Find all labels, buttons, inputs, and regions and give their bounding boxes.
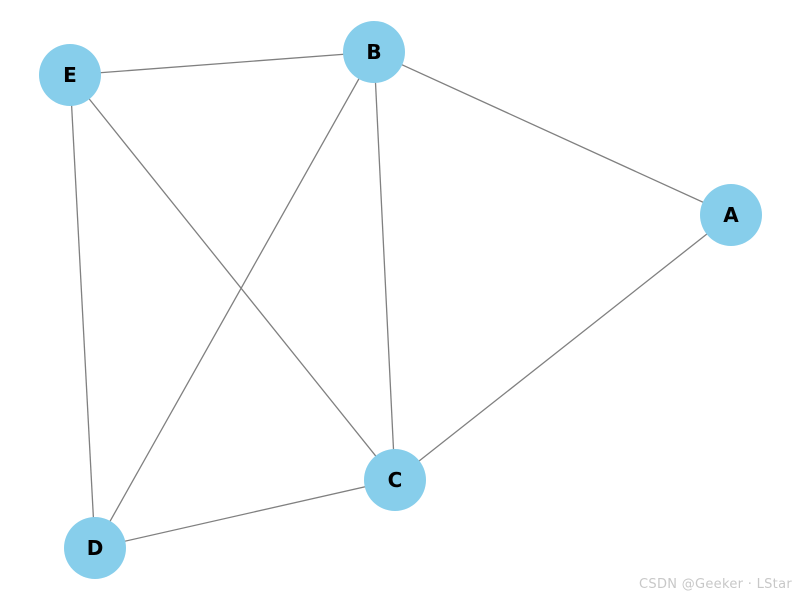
node-circle-b xyxy=(343,21,405,83)
node-label-c: C xyxy=(388,468,403,492)
edge-b-c xyxy=(373,51,396,481)
node-label-d: D xyxy=(87,536,104,560)
node-circle-d xyxy=(64,517,126,579)
node-d: D xyxy=(64,517,126,579)
node-a: A xyxy=(700,184,762,246)
edge-e-c xyxy=(69,74,396,481)
node-circle-c xyxy=(364,449,426,511)
node-label-a: A xyxy=(723,203,739,227)
edges-layer xyxy=(69,51,732,549)
edge-b-a xyxy=(373,51,732,216)
edge-e-d xyxy=(69,74,96,549)
node-e: E xyxy=(39,44,101,106)
watermark-text: CSDN @Geeker · LStar xyxy=(639,577,792,592)
node-circle-e xyxy=(39,44,101,106)
edge-b-d xyxy=(94,51,375,549)
node-label-e: E xyxy=(63,63,77,87)
edge-e-b xyxy=(69,51,375,76)
node-label-b: B xyxy=(366,40,381,64)
node-b: B xyxy=(343,21,405,83)
edge-a-c xyxy=(394,214,732,481)
node-circle-a xyxy=(700,184,762,246)
edge-d-c xyxy=(94,479,396,549)
node-c: C xyxy=(364,449,426,511)
nodes-layer: A B C D E xyxy=(39,21,762,579)
